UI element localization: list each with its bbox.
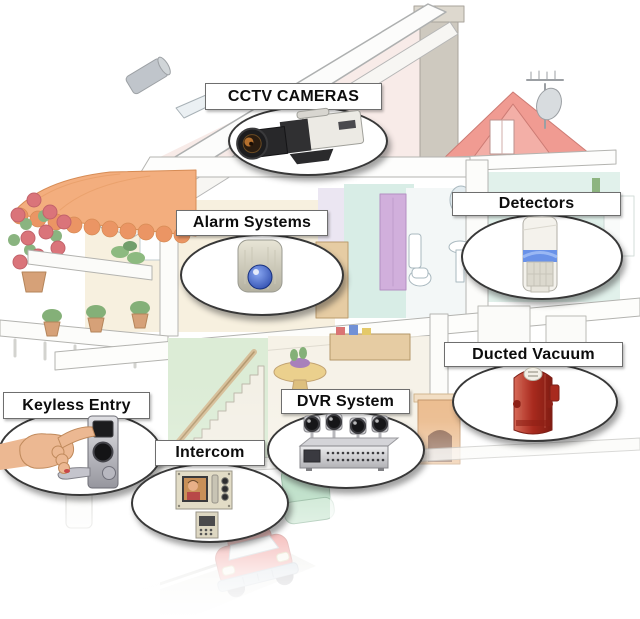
green-bottle [592,178,600,196]
ducted-vacuum-ellipse [452,362,618,442]
ducted-vacuum-label: Ducted Vacuum [444,342,623,367]
flower-pots [42,301,150,337]
keyless-entry-label: Keyless Entry [3,392,150,419]
detectors-ellipse [461,214,623,300]
cctv-cameras-ellipse [228,106,388,176]
roof-chimney-pipe [125,56,171,95]
alarm-systems-ellipse [180,234,344,316]
staircase [167,349,265,463]
red-dormer-roof [431,91,617,173]
cctv-cameras-label: CCTV CAMERAS [205,83,382,110]
toy-box [329,325,411,361]
dvr-system-label: DVR System [281,389,410,414]
dvr-system-ellipse [267,411,425,489]
intercom-label: Intercom [155,440,265,466]
detectors-label: Detectors [452,192,621,216]
alarm-systems-label: Alarm Systems [176,210,328,236]
trough-plants [111,241,145,264]
keyless-entry-ellipse [0,410,162,496]
satellite-dish [526,70,564,129]
intercom-ellipse [131,463,289,543]
